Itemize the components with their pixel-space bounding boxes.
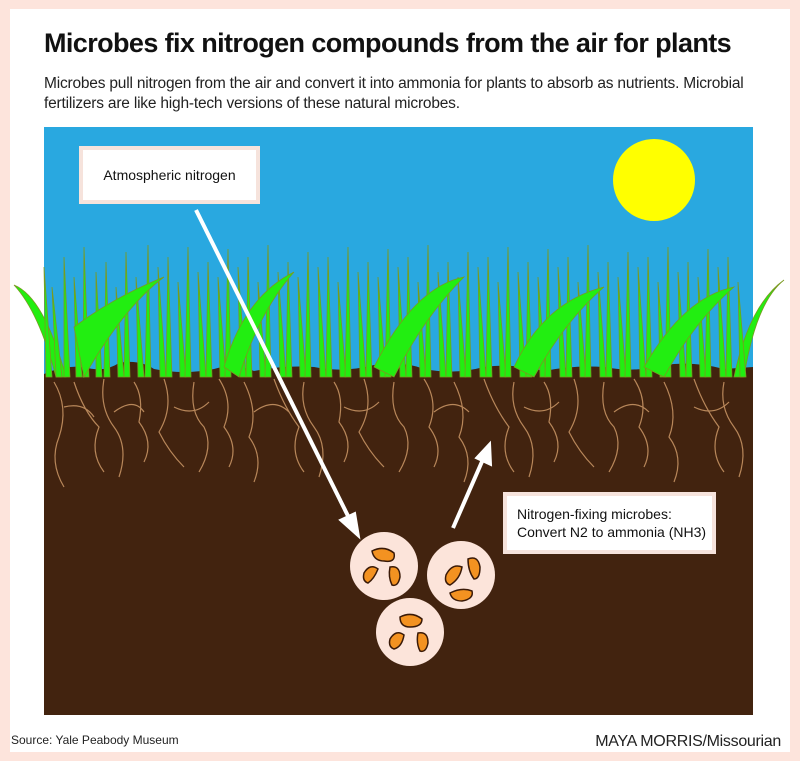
grass	[13, 244, 785, 379]
microbe-circle-1	[350, 532, 418, 600]
microbes-label-line2: Convert N2 to ammonia (NH3)	[517, 524, 707, 540]
arrow-down-icon	[194, 209, 361, 540]
microbe-circle-3	[376, 598, 444, 666]
diagram-illustration	[13, 127, 785, 715]
atmospheric-nitrogen-text: Atmospheric nitrogen	[103, 167, 236, 183]
arrow-up-icon	[451, 440, 493, 529]
nitrogen-diagram: Atmospheric nitrogen Nitrogen-fixing mic…	[13, 127, 785, 715]
microbe-cluster	[350, 532, 495, 666]
roots	[53, 378, 744, 488]
credit-line: MAYA MORRIS/Missourian	[595, 733, 781, 751]
graphic-title: Microbes fix nitrogen compounds from the…	[44, 28, 732, 58]
microbe-circle-2	[427, 541, 495, 609]
sun-icon	[613, 139, 695, 221]
source-note: Source: Yale Peabody Museum	[11, 733, 179, 747]
microbes-label-line1: Nitrogen-fixing microbes:	[517, 506, 672, 522]
atmospheric-nitrogen-label: Atmospheric nitrogen	[79, 146, 260, 204]
graphic-subtitle: Microbes pull nitrogen from the air and …	[44, 75, 744, 112]
credit-org: /Missourian	[702, 733, 781, 750]
credit-name: MAYA MORRIS	[595, 733, 703, 750]
nitrogen-fixing-microbes-label: Nitrogen-fixing microbes: Convert N2 to …	[503, 492, 716, 554]
